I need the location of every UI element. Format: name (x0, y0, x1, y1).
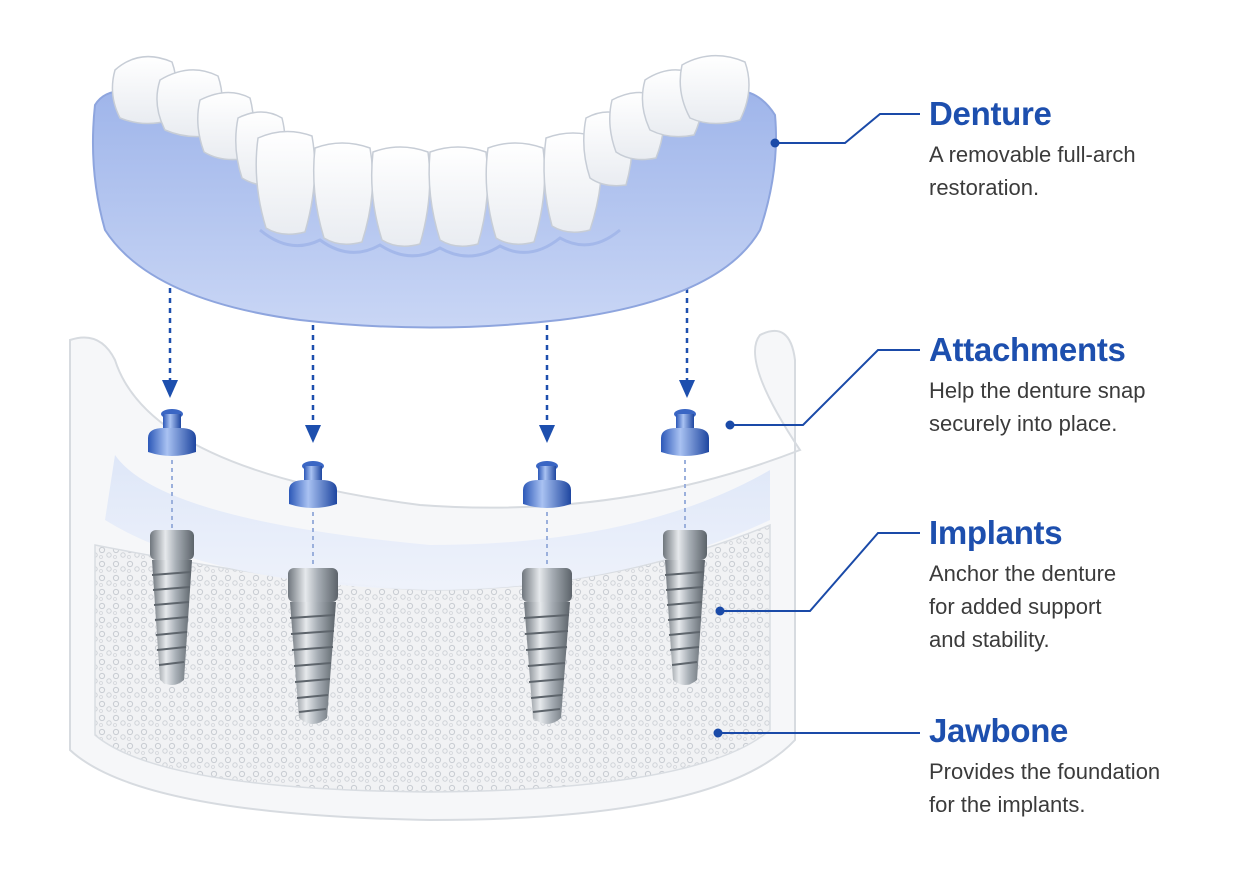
label-denture: Denture A removable full-arch restoratio… (929, 94, 1229, 204)
label-attachments-title: Attachments (929, 331, 1126, 368)
attachment-3 (523, 461, 571, 508)
label-implants-description: Anchor the denture for added support and… (929, 561, 1117, 652)
implant-guides (171, 460, 686, 568)
leader-implants (715, 532, 920, 616)
attachment-4 (661, 409, 709, 456)
label-jawbone-title: Jawbone (929, 712, 1069, 749)
implant-4 (663, 530, 707, 685)
jawbone (69, 329, 802, 822)
leader-jawbone (713, 728, 920, 738)
attachment-1 (148, 409, 196, 456)
implant-3 (522, 568, 572, 724)
attachments-group (148, 409, 709, 508)
implants-group (150, 530, 707, 724)
placement-arrows (162, 268, 695, 443)
leader-attachments (725, 349, 920, 430)
label-attachments-description: Help the denture snap securely into plac… (929, 378, 1146, 436)
leader-lines (713, 113, 920, 738)
label-jawbone-description: Provides the foundation for the implants… (929, 759, 1161, 817)
label-jawbone: Jawbone Provides the foundation for the … (929, 711, 1229, 821)
label-denture-title: Denture (929, 95, 1052, 132)
label-denture-description: A removable full-arch restoration. (929, 142, 1136, 200)
label-attachments: Attachments Help the denture snap secure… (929, 330, 1229, 440)
leader-denture (770, 113, 920, 148)
denture (92, 54, 777, 329)
implant-1 (150, 530, 194, 685)
label-implants-title: Implants (929, 514, 1063, 551)
attachment-2 (289, 461, 337, 508)
implant-2 (288, 568, 338, 724)
denture-teeth (111, 54, 750, 247)
label-implants: Implants Anchor the denture for added su… (929, 513, 1229, 656)
